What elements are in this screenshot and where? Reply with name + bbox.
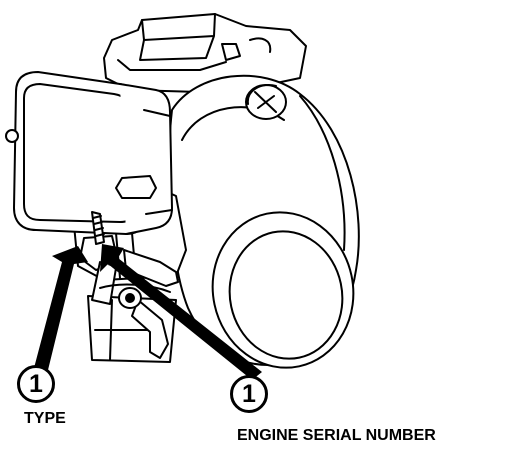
serial-callout-arrow bbox=[100, 244, 262, 380]
cleaner-knob bbox=[115, 175, 157, 199]
starter-disc bbox=[211, 211, 355, 369]
type-label: TYPE bbox=[24, 410, 66, 427]
engine-serial-number-label: ENGINE SERIAL NUMBER bbox=[237, 427, 436, 444]
type-callout-arrow bbox=[34, 246, 88, 370]
serial-callout-number: 1 bbox=[230, 375, 268, 413]
type-callout-number: 1 bbox=[17, 365, 55, 403]
